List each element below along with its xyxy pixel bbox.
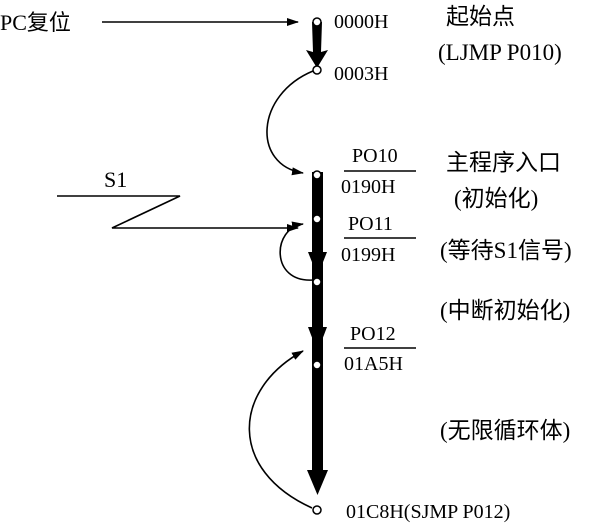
node-0000h (312, 17, 322, 27)
flow-arrowhead-3 (307, 470, 328, 495)
s1-signal-line (57, 195, 299, 232)
node-01a5h (312, 360, 322, 370)
address-0199h: 0199H (341, 244, 395, 266)
note-init: (初始化) (454, 186, 538, 211)
label-p011: PO11 (348, 213, 393, 235)
jump-curve-0003-to-0190 (266, 70, 314, 176)
address-01a5h: 01A5H (344, 353, 403, 375)
address-01c8h-sjmp: 01C8H(SJMP P012) (346, 501, 510, 523)
label-p012: PO12 (350, 323, 396, 345)
s1-label: S1 (104, 167, 127, 192)
node-int-init (312, 277, 322, 287)
node-0199h (312, 214, 322, 224)
main-flow-bar (312, 172, 323, 472)
node-0003h (312, 65, 322, 75)
pc-reset-label: PC复位 (0, 10, 71, 35)
node-0190h (312, 170, 322, 180)
wait-loop-curve (279, 221, 314, 281)
note-infinite-loop: (无限循环体) (440, 418, 570, 443)
node-01c8h (312, 505, 322, 515)
infinite-loop-curve (248, 350, 313, 509)
flow-arrowhead-2 (308, 327, 327, 352)
address-0190h: 0190H (341, 176, 395, 198)
address-0000h: 0000H (334, 11, 388, 33)
address-0003h: 0003H (334, 63, 388, 85)
note-start-point: 起始点 (446, 4, 515, 29)
note-ljmp: (LJMP P010) (438, 40, 562, 65)
main-flow-segment-top (306, 22, 328, 68)
label-p010: PO10 (352, 145, 398, 167)
note-int-init: (中断初始化) (440, 298, 570, 323)
note-main-entry: 主程序入口 (446, 150, 561, 175)
flow-arrowhead-1 (308, 252, 327, 276)
note-wait-s1: (等待S1信号) (440, 238, 572, 263)
